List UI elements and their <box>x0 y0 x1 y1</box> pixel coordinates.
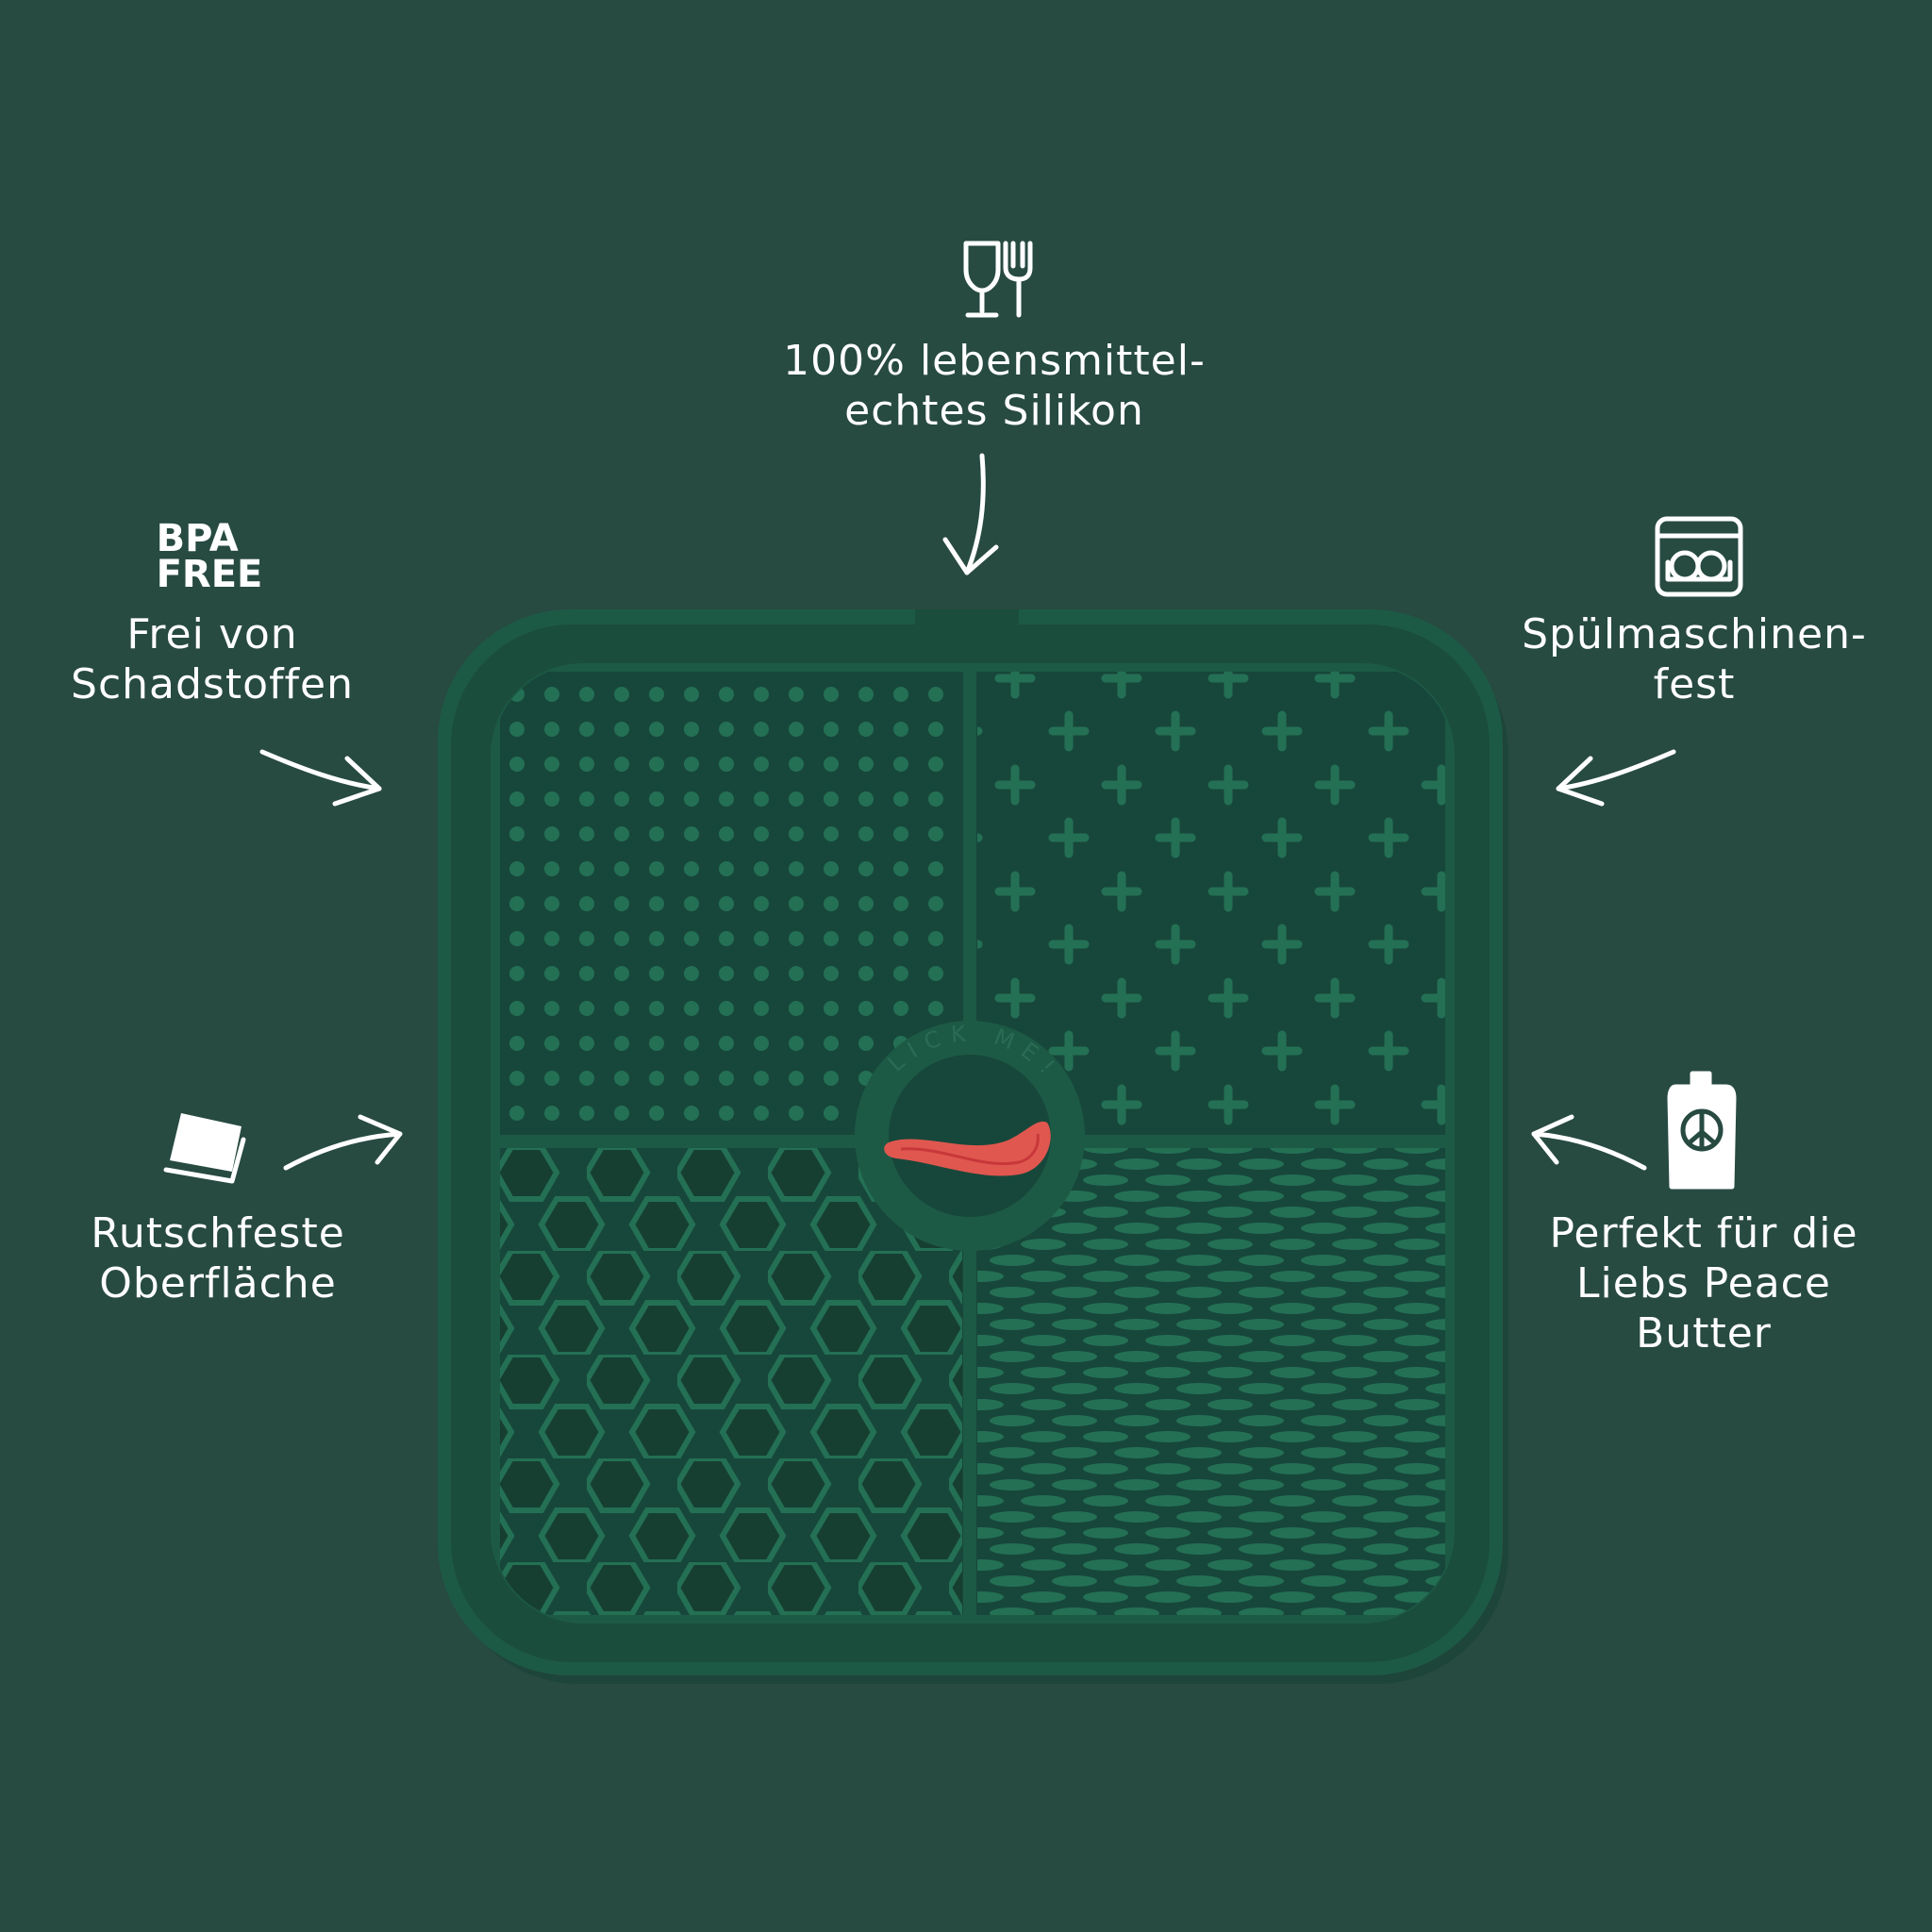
feature-line: Perfekt für die <box>1549 1209 1858 1257</box>
arrow-bottom-right <box>1531 1114 1647 1171</box>
feature-food-grade-silicone: 100% lebensmittel- echtes Silikon <box>783 336 1206 436</box>
arrow-top-left <box>259 749 382 807</box>
badge-line: BPA <box>156 517 239 560</box>
arrow-bottom-left <box>283 1114 403 1171</box>
feature-line: Liebs Peace <box>1576 1259 1831 1307</box>
ovals-texture-quadrant <box>977 1143 1445 1615</box>
feature-peace-butter: Perfekt für die Liebs Peace Butter <box>1549 1208 1857 1358</box>
honeycomb-texture-quadrant <box>500 1143 962 1615</box>
feature-line: Butter <box>1636 1309 1772 1357</box>
peace-butter-squeeze-pack-icon <box>1667 1071 1737 1190</box>
feature-line: fest <box>1653 660 1736 708</box>
dishwasher-icon <box>1655 516 1743 597</box>
feature-line: Rutschfeste <box>91 1209 345 1257</box>
center-well <box>889 1055 1051 1217</box>
lick-mat-product: LICK ME! <box>438 609 1508 1684</box>
arrow-top-right <box>1556 749 1676 807</box>
feature-line: Spülmaschinen- <box>1522 610 1867 658</box>
feature-line: Oberfläche <box>99 1259 337 1307</box>
crosses-texture-quadrant <box>977 672 1445 1136</box>
bpa-free-icon: BPA FREE <box>156 517 263 596</box>
tongue-line <box>900 1133 1040 1166</box>
arrow-top <box>942 453 999 575</box>
feature-line: echtes Silikon <box>844 387 1144 435</box>
feature-line: Schadstoffen <box>71 660 354 708</box>
feature-non-slip-surface: Rutschfeste Oberfläche <box>91 1208 345 1308</box>
hanging-notch <box>915 609 1019 647</box>
feature-line: 100% lebensmittel- <box>783 337 1206 385</box>
wine-glass-fork-icon <box>963 241 1033 318</box>
non-slip-mat-icon <box>163 1113 246 1184</box>
feature-free-of-pollutants: Frei von Schadstoffen <box>71 609 354 709</box>
badge-line: FREE <box>156 553 263 596</box>
feature-line: Frei von <box>126 610 298 658</box>
feature-dishwasher-safe: Spülmaschinen- fest <box>1522 609 1867 709</box>
